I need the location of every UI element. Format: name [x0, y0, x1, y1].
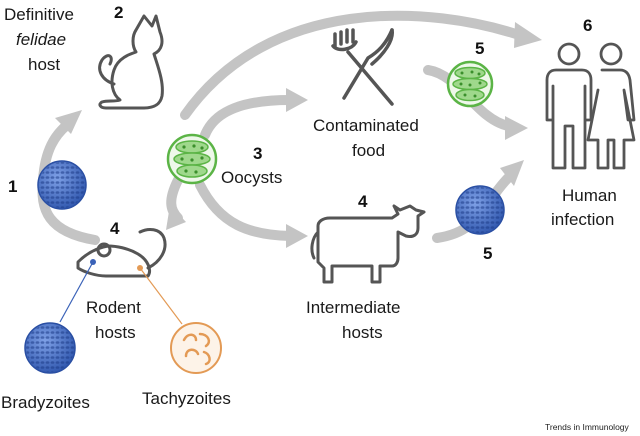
cat-icon [98, 14, 164, 110]
cat-label-line2: felidae [16, 30, 66, 49]
cow-label-line2: hosts [342, 323, 383, 342]
human-label-line2: infection [551, 210, 614, 229]
cow-icon [310, 204, 426, 284]
rodent-label-line2: hosts [95, 323, 136, 342]
oocysts-label: Oocysts [221, 168, 282, 187]
food-number: 5 [475, 39, 484, 58]
tachyzoites-label: Tachyzoites [142, 389, 231, 408]
human-number: 6 [583, 16, 592, 35]
cyst-right [455, 185, 505, 235]
human-label-line1: Human [562, 186, 617, 205]
bradyzoites-label: Bradyzoites [1, 393, 90, 412]
arrow-oocysts-to-cow [195, 180, 295, 241]
humans-icon [545, 42, 636, 170]
rodent-icon [76, 228, 167, 278]
cyst-left [37, 160, 87, 210]
cyst-bradyzoites [24, 322, 76, 374]
bradyzoite-connector [59, 261, 94, 323]
arrowhead-human-top [514, 22, 542, 48]
oocyst-food [446, 60, 494, 108]
arrow-oocysts-to-food [200, 95, 295, 140]
oocyst-center [166, 133, 218, 185]
tachyzoite-cell [170, 322, 222, 374]
rodent-number: 4 [110, 219, 120, 238]
arrowhead-food [286, 88, 308, 112]
cow-number: 4 [358, 192, 368, 211]
oocysts-number: 3 [253, 144, 262, 163]
labels: 2 Definitive felidae host 1 3 Oocysts 5 … [1, 3, 630, 432]
arrowheads [55, 22, 542, 248]
arrowhead-cat [55, 110, 82, 134]
arrowhead-human-cow [500, 160, 524, 186]
arrowhead-human-food [505, 116, 528, 140]
cat-label-line3: host [28, 55, 60, 74]
arrowhead-cow [286, 224, 308, 248]
cyst-left-number: 1 [8, 177, 17, 196]
tachyzoite-connector [139, 267, 183, 325]
connector-lines [59, 259, 183, 325]
cutlery-icon [331, 28, 394, 106]
arrows [37, 10, 527, 245]
arrowhead-rodent [166, 205, 186, 230]
cat-number: 2 [114, 3, 123, 22]
rodent-label-line1: Rodent [86, 298, 141, 317]
food-label-line1: Contaminated [313, 116, 419, 135]
cyst-right-number: 5 [483, 244, 492, 263]
food-label-line2: food [352, 141, 385, 160]
cow-label-line1: Intermediate [306, 298, 401, 317]
cat-label-line1: Definitive [4, 5, 74, 24]
journal-credit: Trends in Immunology [545, 422, 630, 432]
arrow-cat-to-human [180, 10, 527, 120]
